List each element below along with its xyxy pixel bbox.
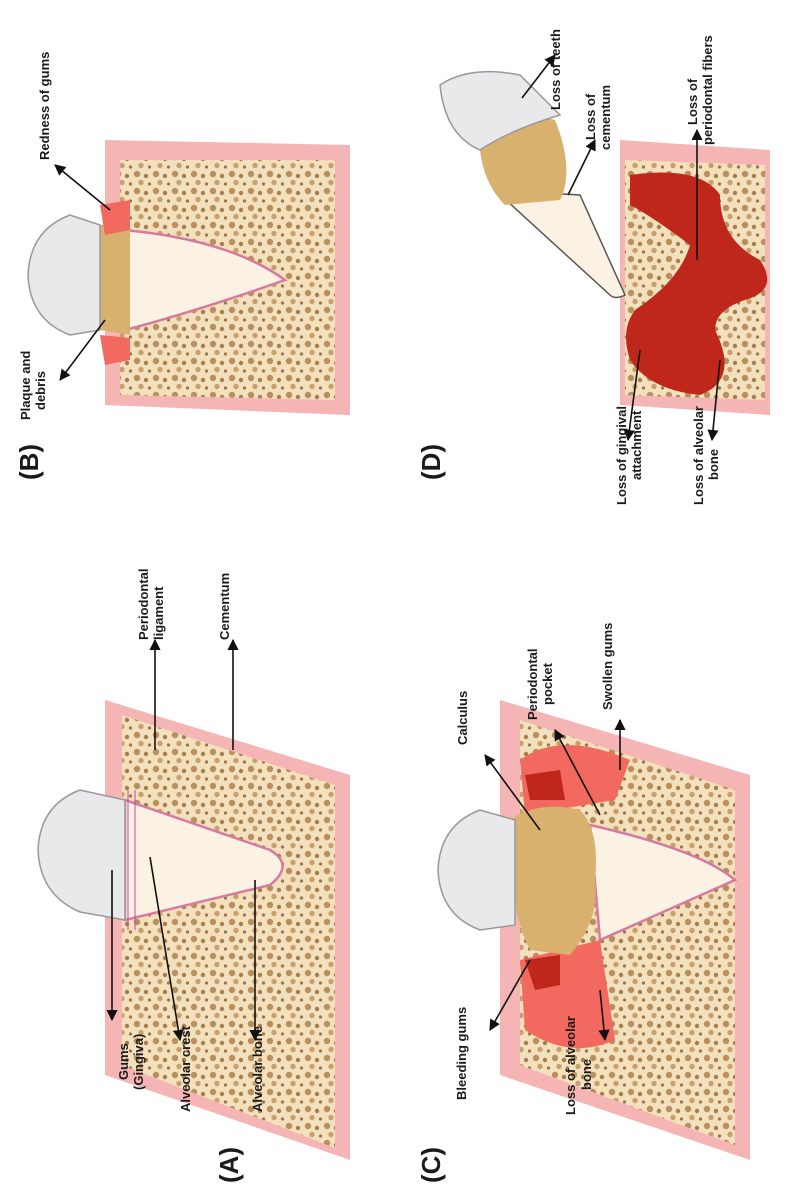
panel-b-letter-portrait: (B)	[14, 444, 44, 480]
panel-b-red-gum-right	[100, 335, 130, 365]
panel-d-portrait: (D) Loss of gingival attachment Loss of …	[416, 29, 770, 505]
label-d-teeth: Loss of teeth	[548, 29, 563, 110]
panel-a-letter-portrait: (A)	[214, 1147, 244, 1183]
panel-c-crown	[438, 810, 515, 930]
label-d-loss-bone: Loss of alveolar	[691, 406, 706, 505]
label-a-gingiva: (Gingiva)	[131, 1034, 146, 1090]
label-a-gums: Gums	[116, 1043, 131, 1080]
label-a-ligament: ligament	[151, 586, 166, 640]
label-d-loss-of-2: Loss of	[685, 78, 700, 125]
label-c-bleeding: Bleeding gums	[454, 1007, 469, 1100]
panel-b-portrait: (B) Plaque and debris Redness of gums	[14, 52, 350, 480]
panel-b-plaque	[100, 222, 130, 335]
label-c-swollen: Swollen gums	[600, 623, 615, 710]
label-c-bone: bone	[579, 1059, 594, 1090]
label-d-bone: bone	[706, 449, 721, 480]
label-c-loss-bone: Loss of alveolar	[563, 1016, 578, 1115]
label-c-periodontal: Periodontal	[525, 648, 540, 720]
label-c-calculus: Calculus	[455, 691, 470, 745]
label-b-redness: Redness of gums	[37, 52, 52, 160]
panel-c-portrait: (C) Bleeding gums Loss of alveolar bone …	[416, 623, 750, 1183]
panel-c-letter-portrait: (C)	[416, 1147, 446, 1183]
panel-c-bleed-right	[525, 770, 565, 800]
label-c-pocket: pocket	[540, 662, 555, 705]
label-d-gingival: Loss of gingival	[614, 406, 629, 505]
label-d-cementum: cementum	[598, 85, 613, 150]
panel-d-letter-portrait: (D)	[416, 444, 446, 480]
label-d-loss-of: Loss of	[583, 93, 598, 140]
label-b-debris: debris	[33, 371, 48, 410]
panel-a-portrait: (A) Gums (Gingiva) Alveolar crest Alveol…	[38, 568, 350, 1183]
panel-d-loose-tooth-root	[495, 190, 625, 298]
label-b-plaque: Plaque and	[18, 351, 33, 420]
label-a-cementum: Cementum	[217, 573, 232, 640]
label-a-periodontal: Periodontal	[136, 568, 151, 640]
label-d-fibers: periodontal fibers	[700, 35, 715, 145]
panel-b-crown	[28, 215, 100, 335]
label-a-alveolar-bone: Alveolar bone	[250, 1026, 265, 1112]
